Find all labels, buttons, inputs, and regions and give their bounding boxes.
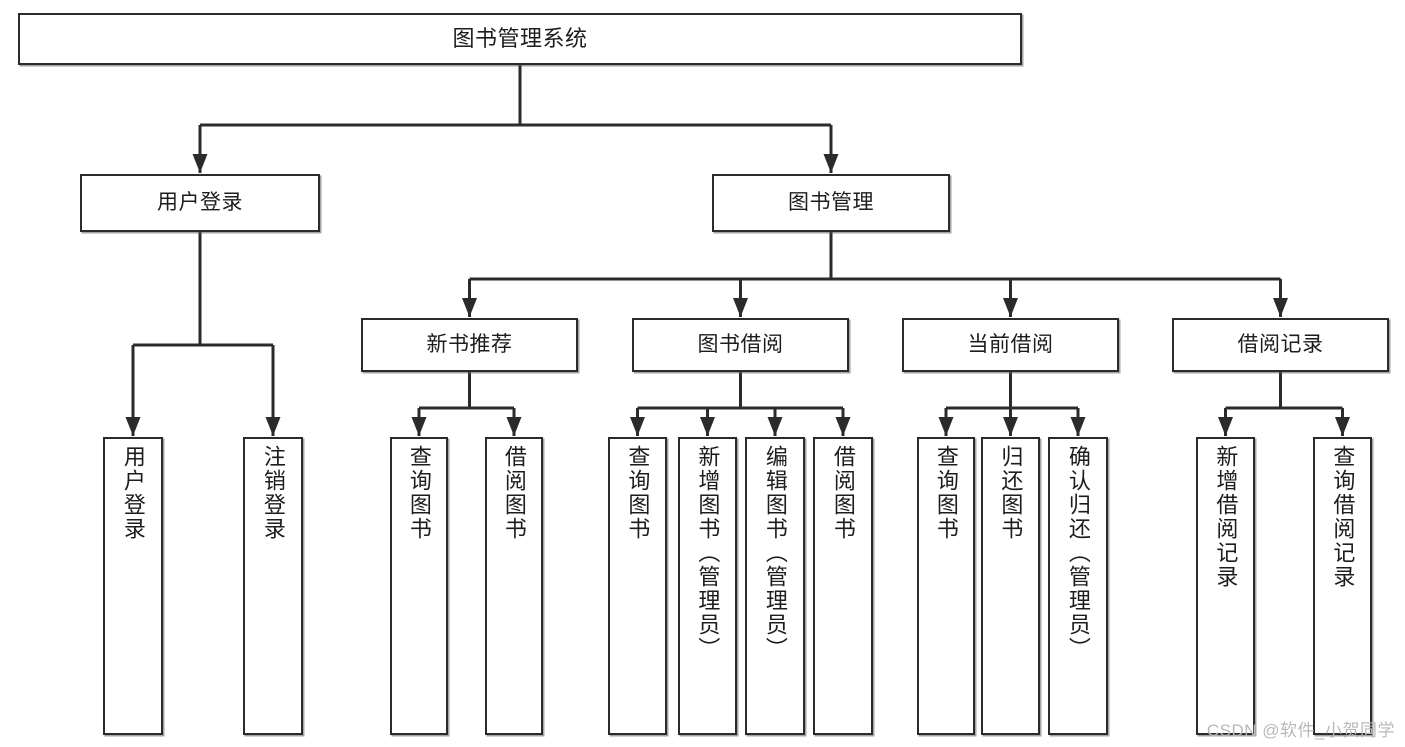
node-label: 查询借阅记录 [1330,445,1356,589]
node-borrow_record[interactable]: 借阅记录 [1172,318,1389,372]
node-label: 查询图书 [406,445,432,541]
node-book_borrow[interactable]: 图书借阅 [632,318,849,372]
node-label: 借阅图书 [830,445,856,541]
node-current_borrow[interactable]: 当前借阅 [902,318,1119,372]
node-label: 图书管理系统 [452,26,588,52]
node-leaf_b_book_2[interactable]: 借阅图书 [813,437,873,735]
node-new_book_rec[interactable]: 新书推荐 [361,318,578,372]
node-leaf_add_book[interactable]: 新增图书（管理员） [678,437,737,735]
node-leaf_confirm[interactable]: 确认归还（管理员） [1048,437,1108,735]
node-label: 借阅记录 [1237,332,1324,356]
node-label: 借阅图书 [501,445,527,541]
node-label: 用户登录 [157,190,243,214]
node-leaf_q_rec[interactable]: 查询借阅记录 [1313,437,1372,735]
node-label: 图书管理 [788,190,874,214]
node-leaf_add_rec[interactable]: 新增借阅记录 [1196,437,1255,735]
node-label: 编辑图书（管理员） [762,445,788,661]
node-label: 新增借阅记录 [1213,445,1239,589]
node-leaf_return[interactable]: 归还图书 [981,437,1040,735]
node-leaf_b_book_1[interactable]: 借阅图书 [485,437,543,735]
node-label: 注销登录 [260,445,286,541]
node-leaf_logout[interactable]: 注销登录 [243,437,303,735]
node-user_login[interactable]: 用户登录 [80,174,320,232]
node-root[interactable]: 图书管理系统 [18,13,1022,65]
node-label: 查询图书 [933,445,959,541]
node-leaf_q_book_2[interactable]: 查询图书 [608,437,667,735]
node-label: 当前借阅 [967,332,1054,356]
node-book_mgmt[interactable]: 图书管理 [712,174,950,232]
node-label: 新增图书（管理员） [695,445,721,661]
node-leaf_user_login[interactable]: 用户登录 [103,437,163,735]
node-label: 查询图书 [625,445,651,541]
node-leaf_edit_book[interactable]: 编辑图书（管理员） [745,437,805,735]
node-leaf_q_book_3[interactable]: 查询图书 [917,437,975,735]
node-label: 图书借阅 [697,332,784,356]
node-label: 确认归还（管理员） [1065,445,1091,661]
node-label: 新书推荐 [426,332,513,356]
node-leaf_q_book_1[interactable]: 查询图书 [390,437,448,735]
node-label: 用户登录 [120,445,146,541]
watermark: CSDN @软件_小贺同学 [1206,721,1395,740]
node-label: 归还图书 [998,445,1024,541]
